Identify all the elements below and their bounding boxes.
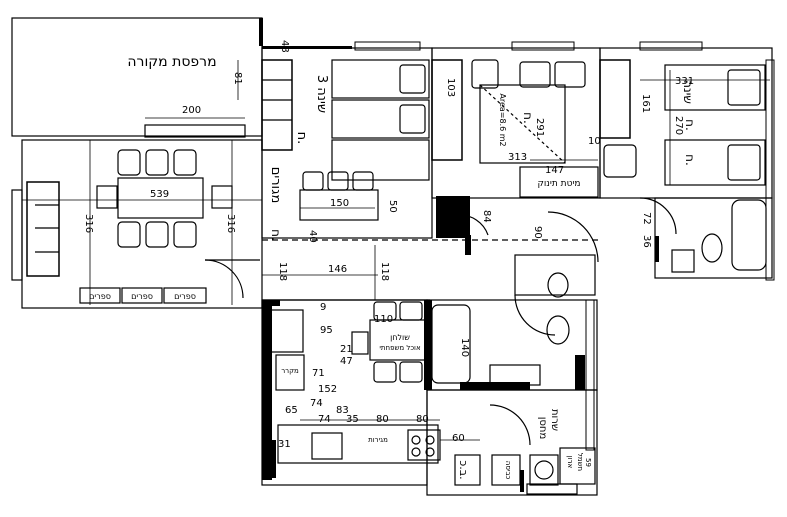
dim-36: 36	[641, 235, 652, 248]
service-label: שרות	[549, 409, 560, 431]
dim-83: 83	[336, 405, 349, 416]
dining-label-2: אוכל משפחתי	[379, 344, 421, 352]
bedroom-middle-code: ח.	[521, 112, 535, 124]
bookshelf-label-1: ספרים	[89, 292, 111, 301]
counter	[277, 424, 439, 464]
dim-9: 9	[320, 302, 326, 313]
dim-72: 72	[641, 212, 652, 225]
dim-103: 103	[445, 78, 456, 97]
bookshelf	[79, 287, 121, 304]
living-door-arc	[204, 259, 244, 299]
dim-59: 59	[584, 458, 592, 467]
dim-291: 291	[534, 118, 545, 137]
dim-60: 60	[452, 433, 465, 444]
dim-47: 47	[340, 356, 353, 367]
bedroom3-code: ח.	[294, 132, 309, 145]
dining-label: שולחן	[390, 333, 410, 342]
dim-200: 200	[182, 105, 201, 116]
stove	[407, 429, 441, 461]
window-top-3	[639, 41, 703, 51]
living-label: מגורים	[268, 167, 283, 204]
fridge-label: מקרר	[281, 367, 299, 375]
dim-331: 331	[675, 76, 694, 87]
dim-90: 90	[532, 226, 543, 239]
kitchen-sink	[311, 432, 343, 460]
electric-panel	[529, 454, 559, 486]
dim-80-b: 80	[416, 414, 429, 425]
dim-95: 95	[320, 325, 333, 336]
toilet-main	[546, 315, 570, 345]
bookshelf-label-2: ספרים	[131, 292, 153, 301]
bed-right	[664, 64, 766, 111]
dim-21: 21	[340, 344, 353, 355]
dim-84: 84	[481, 210, 492, 223]
living-window	[11, 189, 23, 281]
bedroom-right-code: ח.	[683, 119, 697, 131]
dim-10: 10	[588, 136, 601, 147]
dim-146: 146	[328, 264, 347, 275]
dim-270: 270	[673, 116, 684, 135]
dim-35: 35	[346, 414, 359, 425]
guest-wc-outline	[514, 254, 596, 296]
dim-150: 150	[330, 198, 349, 209]
dim-50: 50	[387, 200, 398, 213]
door-arc-corridor	[547, 211, 599, 263]
bedroom-middle-area: Area=8.6 m2	[498, 93, 507, 146]
dim-147: 147	[545, 165, 564, 176]
kitchen-outline	[261, 299, 428, 486]
balcony-label: מרפסת מקורה	[127, 54, 216, 70]
dim-81: 81	[232, 72, 243, 85]
dim-31: 31	[278, 439, 291, 450]
window-top-2	[511, 41, 575, 51]
dim-152: 152	[318, 384, 337, 395]
laundry-label: כביסה	[504, 461, 512, 480]
boiler-label: ארון	[566, 456, 574, 469]
sofa	[26, 181, 60, 277]
wall-balcony-right	[259, 18, 263, 46]
bathtub-right	[731, 199, 767, 271]
dim-40: 40	[307, 230, 318, 243]
service-code-label: ב.כ.	[457, 460, 470, 479]
dim-313: 313	[508, 152, 527, 163]
dim-316-a: 316	[83, 214, 94, 233]
fridge	[275, 354, 305, 391]
dim-161: 161	[640, 94, 651, 113]
bookshelf-label-3: ספרים	[174, 292, 196, 301]
dim-71: 71	[312, 368, 325, 379]
window-right-lower	[585, 299, 595, 451]
bedroom-right-code-2: ח.	[683, 154, 697, 166]
dim-80-a: 80	[376, 414, 389, 425]
dim-110: 110	[374, 314, 393, 325]
dim-140: 140	[459, 338, 470, 357]
changing-table	[519, 166, 599, 198]
toilet-right	[701, 233, 723, 263]
dim-118-a: 118	[277, 262, 288, 281]
balcony-rail	[144, 124, 246, 138]
window-right	[765, 59, 775, 281]
dim-316-b: 316	[225, 214, 236, 233]
kitchen-label: מגירות	[368, 436, 388, 444]
dining-table-living	[117, 177, 204, 219]
changing-table-label: מיטת תינוק	[537, 179, 580, 189]
bedroom-middle-outline	[431, 47, 601, 199]
dim-65: 65	[285, 405, 298, 416]
dim-74-b: 74	[318, 414, 331, 425]
storage-label: מחסן	[537, 417, 548, 440]
bed	[331, 59, 430, 99]
main-bathroom-outline	[426, 299, 598, 391]
toilet-guest	[547, 272, 569, 298]
bedroom3-label: שינה 3	[314, 75, 329, 113]
bedroom3-outline	[261, 47, 433, 239]
dim-74-a: 74	[310, 398, 323, 409]
dim-48: 48	[279, 40, 290, 53]
window-top-1	[354, 41, 421, 51]
elec-label: חשמל	[576, 453, 584, 471]
living-code: ח.	[269, 229, 283, 241]
dim-118-b: 118	[379, 262, 390, 281]
bedroom-right-label: שינה	[681, 80, 695, 104]
dim-539: 539	[150, 189, 169, 200]
